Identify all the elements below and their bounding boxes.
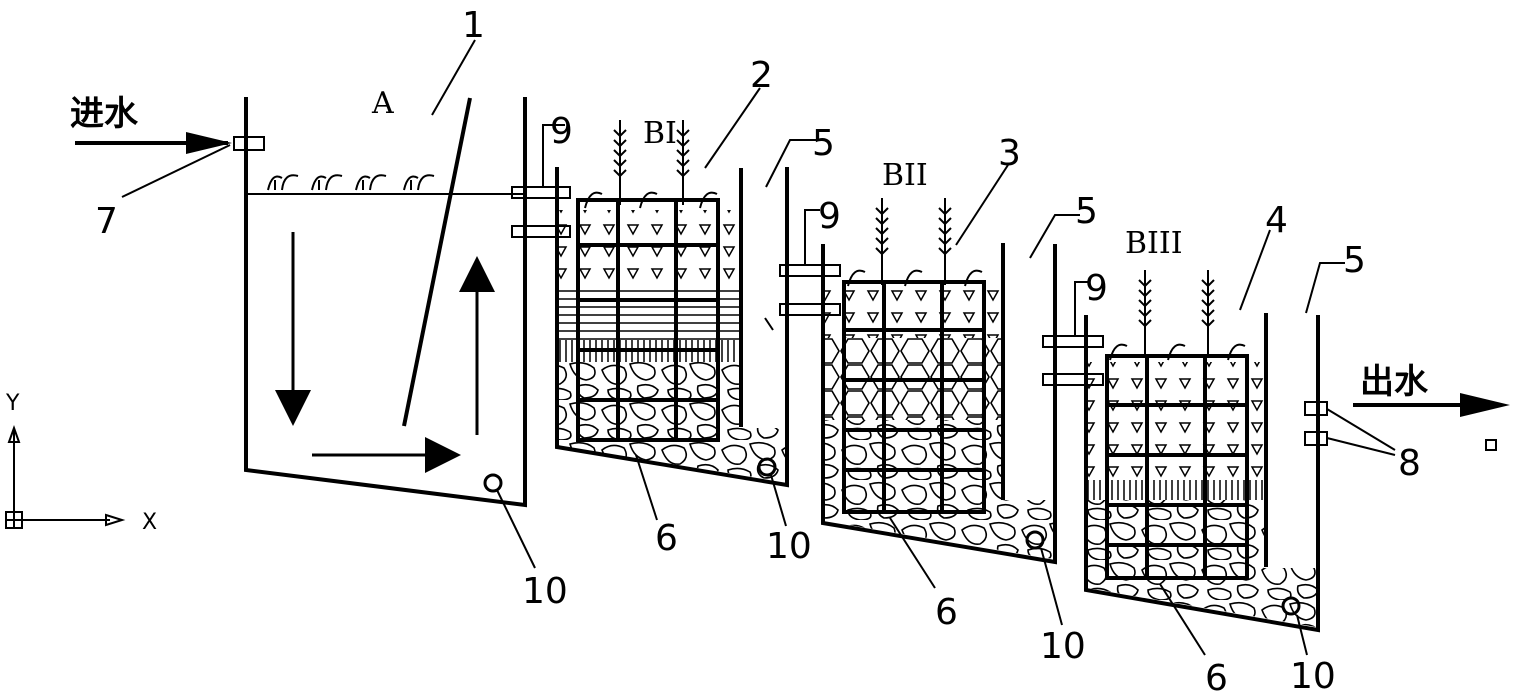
small-square-mark (1485, 439, 1497, 451)
gravel-layer (825, 490, 1053, 559)
y-axis-label: Y (5, 391, 20, 416)
coordinate-axes: Y X (5, 391, 157, 535)
label-5b: 5 (1075, 191, 1098, 232)
tank-b2-walls (821, 244, 1057, 565)
outflow-arrow-icon (1460, 393, 1510, 417)
label-10c: 10 (1040, 626, 1086, 667)
label-9b: 9 (818, 196, 841, 237)
tank-a-walls (244, 97, 527, 508)
tank-b3-walls (1084, 315, 1320, 633)
label-4: 4 (1265, 200, 1288, 241)
label-10a: 10 (522, 571, 568, 612)
drain-valve-icon (757, 457, 777, 477)
tank-a (244, 97, 527, 508)
y-axis-arrow-icon (7, 425, 21, 443)
basket-frame-b3 (1105, 354, 1249, 580)
tank-b3-label: BIII (1125, 226, 1183, 261)
label-9a: 9 (550, 111, 573, 152)
label-1: 1 (462, 5, 485, 46)
label-9c: 9 (1085, 268, 1108, 309)
label-10d: 10 (1290, 656, 1336, 697)
label-6a: 6 (655, 518, 678, 559)
drain-valve-icon (1025, 530, 1045, 550)
fine-layer (559, 285, 739, 340)
label-5c: 5 (1343, 240, 1366, 281)
sand-layer (1088, 362, 1264, 480)
tank-a-baffle (402, 97, 472, 427)
tank-b3 (1084, 270, 1320, 633)
coarse-layer (1088, 500, 1264, 560)
label-8: 8 (1398, 443, 1421, 484)
inflow: 进水 (70, 94, 265, 154)
sand-layer (559, 210, 739, 285)
floating-plants-icon (267, 174, 435, 191)
tick-mark (764, 317, 774, 331)
label-6b: 6 (935, 592, 958, 633)
reed-plants-icon (584, 120, 718, 209)
tank-b2-label: BII (882, 158, 928, 193)
outflow: 出水 (1304, 362, 1510, 451)
label-6c: 6 (1205, 658, 1228, 698)
inflow-arrow-icon (186, 132, 232, 154)
drain-valve-icon (483, 473, 503, 493)
tank-b2 (821, 198, 1057, 565)
inlet-connector (233, 136, 265, 151)
label-7: 7 (95, 201, 118, 242)
tank-b1-walls (555, 167, 789, 488)
basket-frame-b1 (576, 198, 720, 442)
x-axis-arrow-icon (105, 513, 126, 527)
outflow-label: 出水 (1360, 362, 1429, 402)
fiber-layer (1088, 480, 1264, 500)
label-3: 3 (998, 133, 1021, 174)
gravel-layer (1088, 560, 1316, 627)
label-2: 2 (750, 55, 773, 96)
coarse-layer (559, 362, 739, 424)
outlet-connector-upper (1304, 401, 1328, 416)
tank-b1-label: BI (643, 116, 677, 151)
tank-a-label: A (371, 86, 394, 121)
reed-plants-icon (1109, 270, 1246, 361)
label-5a: 5 (812, 123, 835, 164)
drain-valve-icon (1281, 596, 1301, 616)
tank-b1 (555, 120, 789, 488)
inflow-label: 进水 (70, 94, 139, 134)
basket-frame-b2 (842, 280, 986, 514)
leader-lines (121, 39, 1396, 656)
label-10b: 10 (766, 526, 812, 567)
x-axis-label: X (142, 510, 157, 535)
reed-plants-icon (847, 198, 983, 287)
